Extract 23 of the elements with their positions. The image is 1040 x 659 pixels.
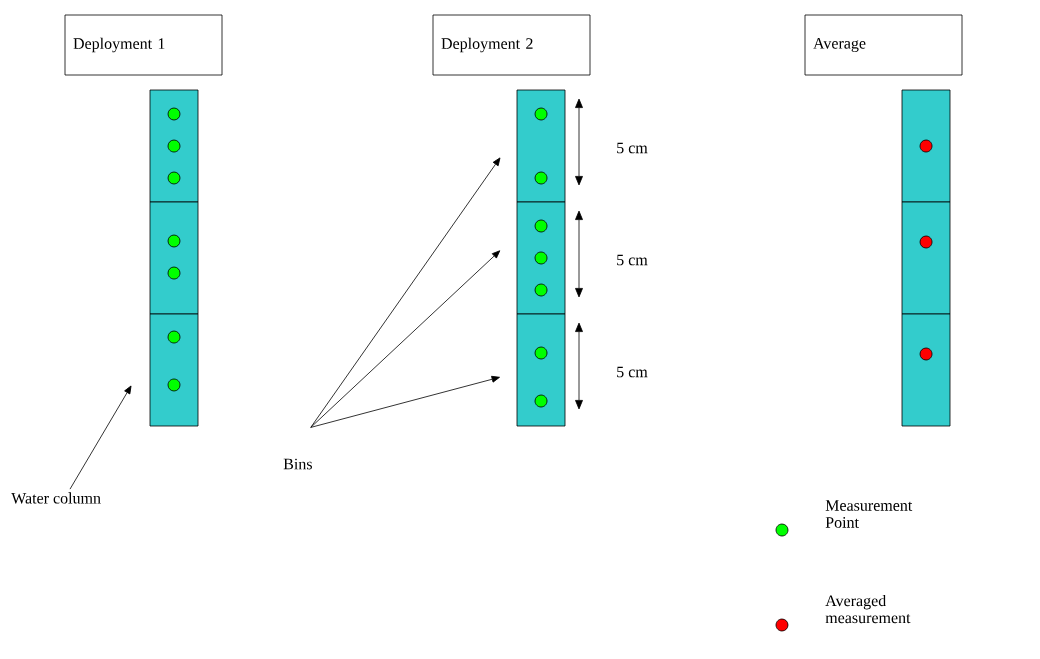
water-bin [516, 313, 566, 427]
arrow [310, 375, 500, 428]
legend-text: Measurement Point [825, 500, 913, 528]
annotation-text: Water column [11, 492, 101, 504]
dimension-label: 5 cm [617, 254, 648, 266]
annotation-text: Bins [283, 458, 312, 470]
water-bin [149, 313, 199, 427]
water-bin [901, 89, 951, 203]
water-bin [901, 313, 951, 427]
water-bin [516, 201, 566, 315]
title-box: Average [804, 14, 963, 76]
arrow [310, 250, 501, 428]
arrow [310, 157, 501, 428]
water-bin [901, 201, 951, 315]
dimension-label: 5 cm [617, 142, 648, 154]
title-box: Deployment 1 [64, 14, 223, 76]
legend-text: Averaged measurement [825, 594, 911, 624]
dimension-label: 5 cm [617, 366, 648, 378]
water-bin [149, 89, 199, 203]
title-box: Deployment 2 [432, 14, 591, 76]
water-bin [149, 201, 199, 315]
water-bin [516, 89, 566, 203]
arrow [69, 385, 132, 490]
